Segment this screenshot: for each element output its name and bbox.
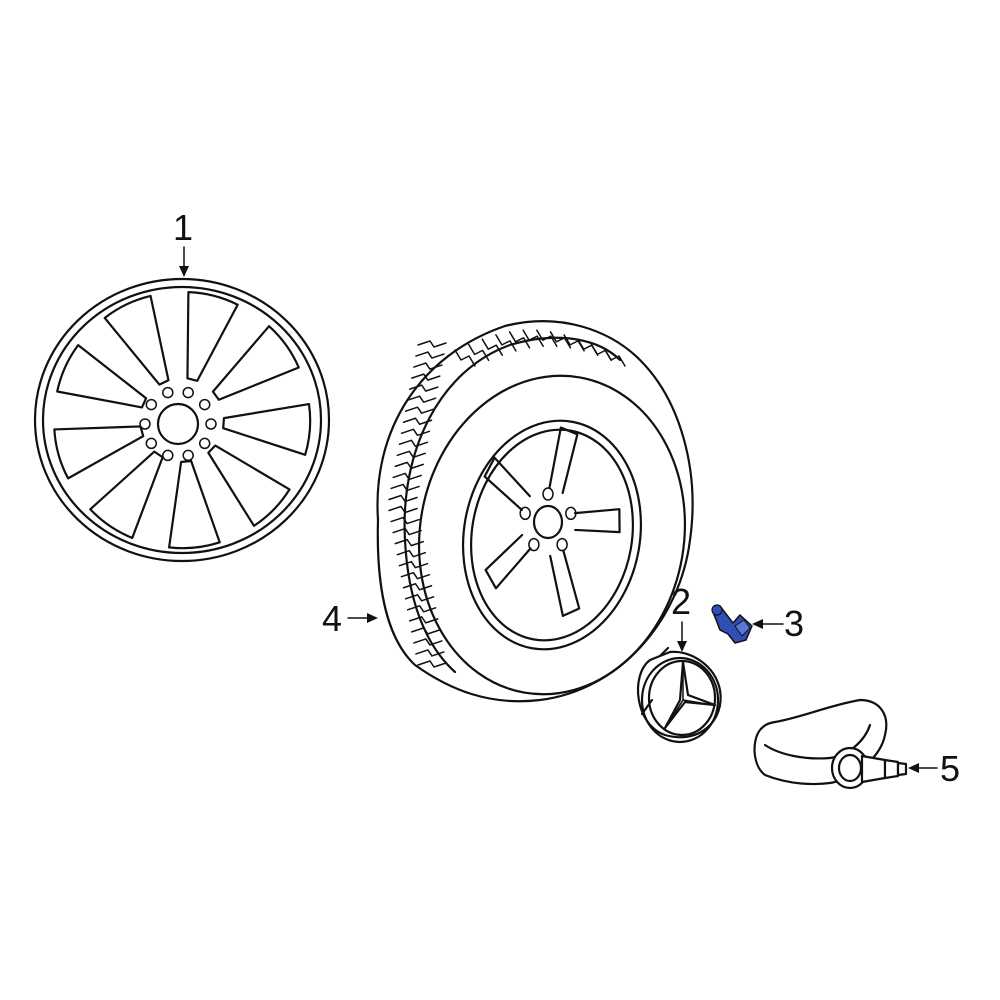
tread-block — [417, 340, 447, 348]
callout-5: 5 — [940, 748, 960, 789]
wheel-window — [168, 459, 221, 550]
tread-block — [536, 329, 558, 347]
rim-spoke — [573, 508, 621, 534]
tread-block — [415, 649, 445, 657]
wheel-window — [89, 450, 164, 540]
tread-block — [411, 373, 441, 381]
wheel-window — [56, 344, 148, 409]
tread-block — [402, 583, 433, 591]
valve-stem-part[interactable] — [711, 604, 753, 644]
tread-block — [404, 406, 435, 414]
callout-4: 4 — [322, 598, 342, 639]
lug-hole — [139, 418, 151, 430]
tread-block — [408, 384, 439, 392]
rim-lug — [528, 537, 540, 552]
tread-block — [413, 638, 443, 646]
alloy-wheel-part[interactable] — [33, 277, 331, 563]
rim-spoke — [484, 533, 532, 590]
tread-block — [396, 549, 427, 558]
lug-hole — [205, 418, 217, 430]
tread-block — [396, 450, 427, 459]
tread-block — [398, 439, 429, 448]
tread-block — [406, 395, 437, 403]
tread-block — [408, 616, 439, 624]
lug-hole — [145, 437, 158, 450]
tread-block — [411, 627, 441, 635]
callout-3: 3 — [784, 603, 804, 644]
tread-block — [467, 343, 490, 362]
tire-assembly-part[interactable] — [376, 320, 709, 715]
lug-hole — [145, 398, 158, 411]
lug-hole — [182, 386, 194, 399]
tread-block — [522, 329, 544, 347]
wheel-window — [186, 291, 239, 382]
tread-block — [390, 516, 420, 525]
tread-block — [454, 349, 476, 367]
tpms-sensor-part[interactable] — [753, 698, 908, 790]
lug-hole — [198, 437, 211, 450]
tread-block — [394, 538, 424, 547]
lug-hole — [162, 449, 174, 462]
tread-block — [388, 494, 418, 503]
wheel-window — [103, 294, 170, 386]
tread-block — [549, 331, 572, 349]
tread-block — [413, 362, 443, 370]
wheel-window — [211, 325, 300, 401]
tread-block — [406, 605, 437, 613]
callout-arrows — [179, 246, 938, 773]
center-cap-part[interactable] — [636, 646, 722, 744]
tread-block — [400, 571, 431, 580]
rim-spoke — [483, 456, 531, 511]
wheel-window — [222, 403, 312, 456]
rim-spoke — [548, 426, 579, 495]
tread-block — [495, 334, 517, 352]
tread-block — [508, 331, 531, 349]
tread-block — [417, 660, 447, 668]
wheel-window — [207, 444, 291, 527]
callout-1: 1 — [173, 207, 193, 248]
tread-block — [400, 428, 431, 437]
tread-block — [392, 472, 422, 481]
lug-hole — [162, 386, 174, 399]
tread-block — [398, 560, 429, 569]
rim-lug — [556, 537, 568, 552]
rim-lug — [519, 506, 531, 521]
tread-block — [415, 351, 445, 359]
wheel-window — [53, 425, 145, 480]
tread-block — [604, 349, 626, 367]
tread-block — [388, 505, 418, 514]
rim-lug — [542, 487, 554, 501]
tread-block — [392, 527, 422, 536]
tread-block — [402, 417, 433, 425]
tread-block — [390, 483, 420, 492]
lug-hole — [198, 398, 211, 411]
tread-block — [394, 461, 424, 470]
tread-block — [404, 594, 435, 602]
callout-2: 2 — [671, 581, 691, 622]
rim-spoke — [549, 549, 581, 618]
tread-block — [481, 338, 504, 356]
